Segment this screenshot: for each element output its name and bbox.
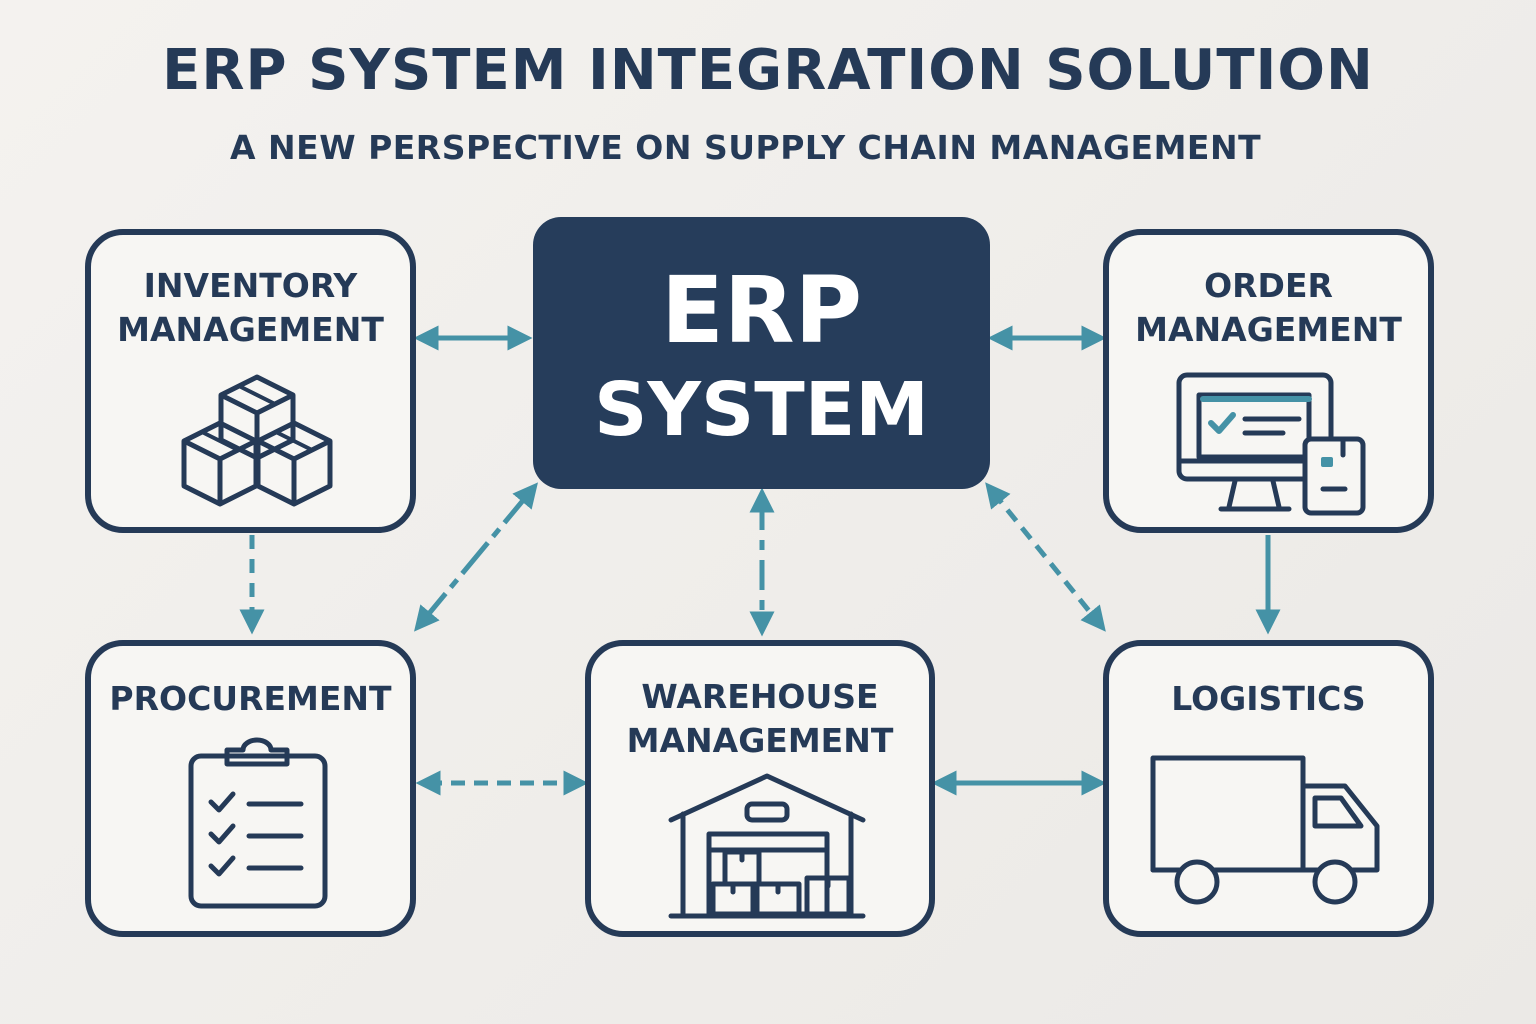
arrow-erp-logistics — [985, 482, 1106, 632]
order-label-line2: MANAGEMENT — [1135, 310, 1402, 349]
erp-label: ERP — [660, 257, 863, 364]
system-label: SYSTEM — [594, 367, 929, 453]
inventory-label-line1: INVENTORY — [143, 266, 358, 305]
warehouse-label-line1: WAREHOUSE — [641, 677, 879, 716]
order-management-node[interactable]: ORDER MANAGEMENT — [1103, 229, 1434, 533]
logistics-label: LOGISTICS — [1171, 679, 1366, 718]
warehouse-icon — [668, 773, 866, 919]
page-title: ERP SYSTEM INTEGRATION SOLUTION — [162, 38, 1374, 103]
clipboard-checklist-icon — [188, 737, 328, 909]
inventory-label-line2: MANAGEMENT — [117, 310, 384, 349]
page-subtitle: A NEW PERSPECTIVE ON SUPPLY CHAIN MANAGE… — [230, 128, 1262, 167]
arrow-erp-procurement — [414, 482, 538, 632]
inventory-management-node[interactable]: INVENTORY MANAGEMENT — [85, 229, 416, 533]
warehouse-label-line2: MANAGEMENT — [626, 721, 894, 760]
monitor-order-icon — [1176, 372, 1366, 516]
logistics-node[interactable]: LOGISTICS — [1103, 640, 1434, 937]
truck-icon — [1150, 755, 1380, 905]
procurement-label: PROCUREMENT — [109, 679, 392, 718]
erp-system-node[interactable]: ERP SYSTEM — [533, 217, 990, 489]
warehouse-management-node[interactable]: WAREHOUSE MANAGEMENT — [585, 640, 935, 937]
order-label-line1: ORDER — [1204, 266, 1333, 305]
boxes-icon — [181, 374, 333, 507]
procurement-node[interactable]: PROCUREMENT — [85, 640, 416, 937]
